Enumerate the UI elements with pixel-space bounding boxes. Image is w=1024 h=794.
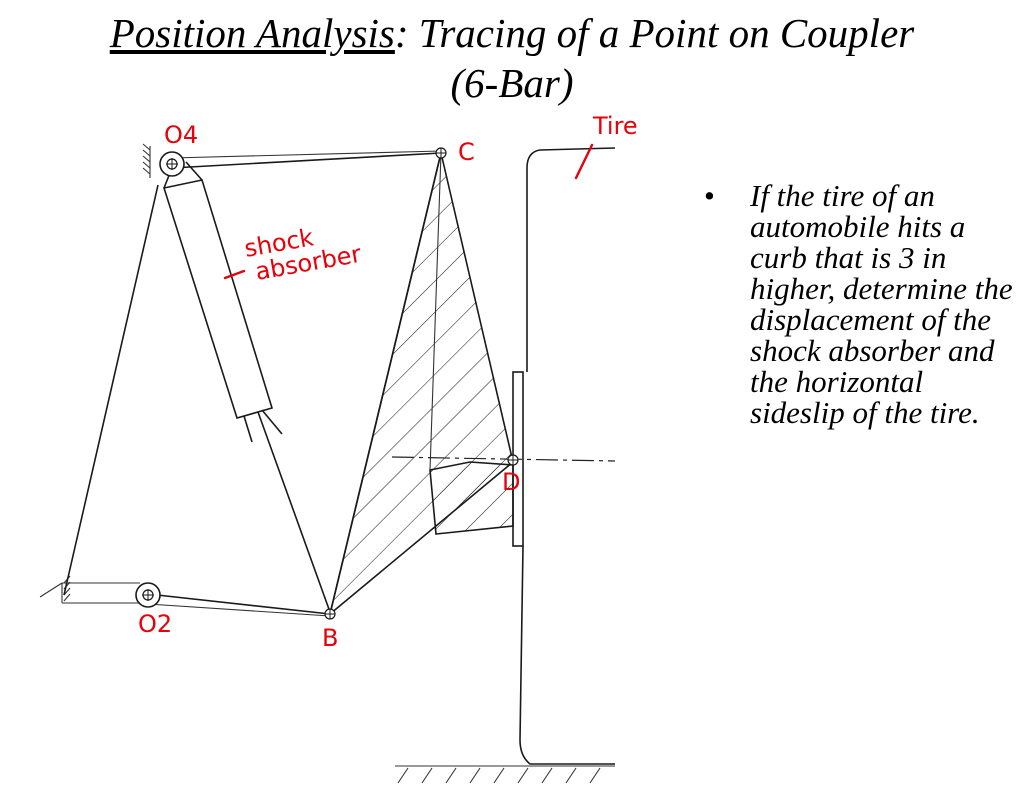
joint-d <box>507 454 519 466</box>
title-underlined: Position Analysis <box>109 10 395 56</box>
link-o4-c <box>171 152 442 169</box>
page-title: Position Analysis: Tracing of a Point on… <box>0 8 1024 108</box>
label-o4: O4 <box>164 121 198 149</box>
ground-hatch-o2 <box>39 575 140 604</box>
label-c: C <box>458 138 475 166</box>
label-tire: Tire <box>592 112 638 140</box>
problem-statement: • If the tire of an automobile hits a cu… <box>704 180 1016 428</box>
joint-b <box>324 608 336 620</box>
coupler-triangle <box>328 152 514 617</box>
problem-text: If the tire of an automobile hits a curb… <box>750 178 1013 430</box>
tire-outline <box>519 147 616 765</box>
label-d: D <box>502 468 520 496</box>
label-o2: O2 <box>138 610 172 638</box>
center-line <box>391 456 616 462</box>
link-o2-b <box>147 593 331 615</box>
joint-o4 <box>159 151 185 177</box>
ground-hatch-o4 <box>142 143 151 178</box>
frame-link <box>63 184 159 596</box>
shock-pointer <box>223 269 246 280</box>
joint-o2 <box>135 582 161 608</box>
bullet-icon: • <box>704 178 715 213</box>
shock-absorber <box>162 161 331 613</box>
label-b: B <box>322 624 338 652</box>
ground-hatch-tire <box>395 765 615 784</box>
title-rest: : Tracing of a Point on Coupler <box>394 10 915 56</box>
hub-block <box>429 461 514 535</box>
joint-c <box>435 147 447 159</box>
title-line2: (6-Bar) <box>450 60 574 106</box>
tire-pointer <box>574 143 594 180</box>
